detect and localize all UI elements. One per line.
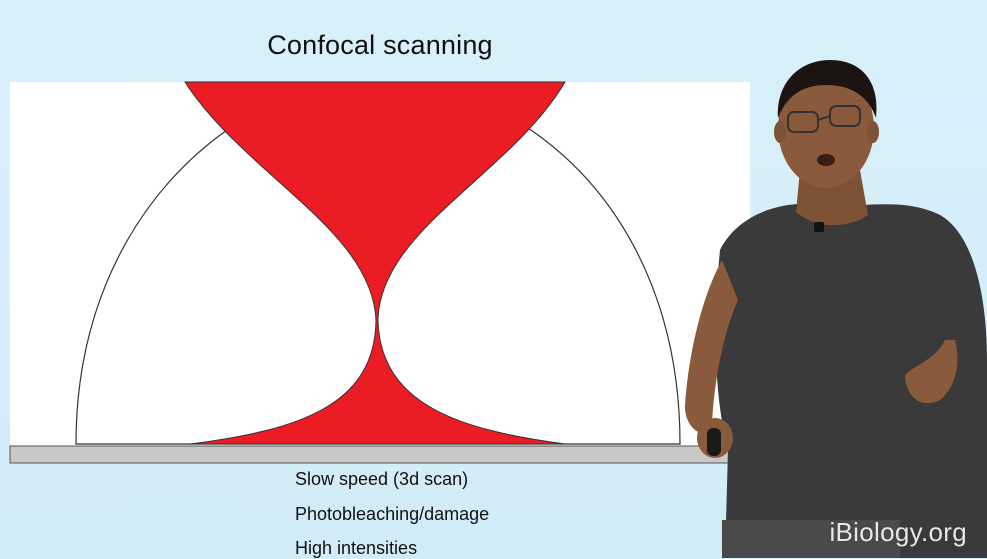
slide-title: Confocal scanning — [267, 30, 493, 60]
presenter-pants — [722, 520, 900, 558]
lapel-mic — [814, 222, 824, 232]
clicker-remote — [707, 428, 721, 456]
bullet-photobleaching: Photobleaching/damage — [295, 504, 490, 524]
presenter-head — [778, 68, 874, 188]
bullet-high-intensities: High intensities — [295, 538, 418, 558]
bullet-slow-speed: Slow speed (3d scan) — [295, 469, 469, 489]
presenter-left-ear — [774, 121, 786, 143]
sample-stage — [9, 445, 745, 464]
presenter-hair — [777, 60, 877, 118]
presenter-mouth — [817, 154, 835, 166]
presenter-right-ear — [867, 121, 879, 143]
ibiology-watermark: iBiology.org — [829, 517, 967, 547]
presenter-right-arm — [905, 340, 958, 404]
focus-cone — [184, 81, 566, 445]
presenter-shirt — [715, 203, 987, 558]
presenter — [684, 60, 987, 558]
presenter-glasses — [787, 105, 861, 133]
presenter-left-arm — [684, 260, 738, 434]
